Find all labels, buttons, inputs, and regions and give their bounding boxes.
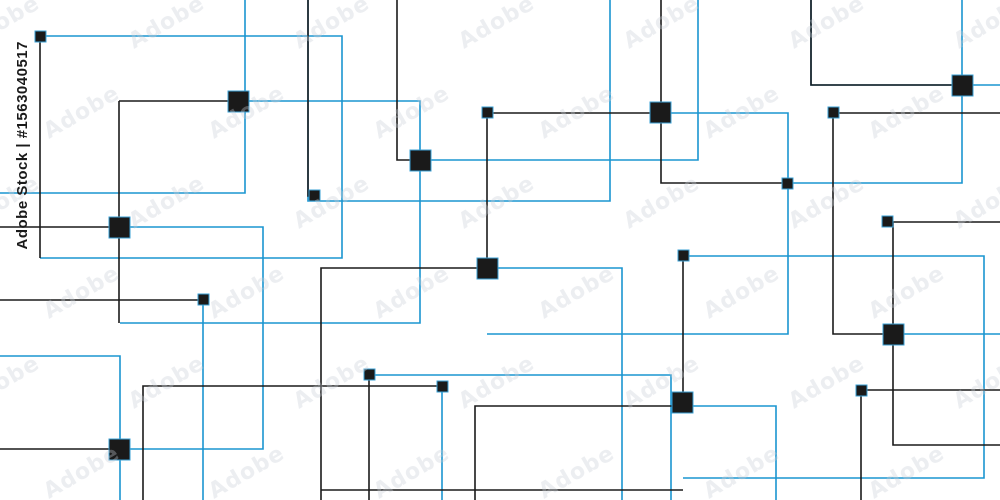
- circuit-node-large: [108, 216, 131, 239]
- circuit-node-small: [308, 189, 321, 202]
- blue-trace: [0, 0, 246, 194]
- circuit-node-small: [197, 293, 210, 306]
- blue-trace: [420, 0, 699, 161]
- blue-trace: [487, 267, 623, 500]
- circuit-node-small: [34, 30, 47, 43]
- circuit-node-small: [781, 177, 794, 190]
- blue-trace: [0, 355, 121, 500]
- circuit-node-small: [827, 106, 840, 119]
- dark-trace: [832, 113, 893, 335]
- blue-trace: [787, 0, 963, 184]
- circuit-node-large: [649, 101, 672, 124]
- dark-trace: [307, 0, 314, 197]
- circuit-node-large: [671, 391, 694, 414]
- circuit-node-small: [855, 384, 868, 397]
- circuit-node-large: [108, 438, 131, 461]
- dark-trace: [142, 385, 442, 500]
- blue-trace: [810, 0, 1000, 86]
- circuit-node-large: [476, 257, 499, 280]
- circuit-nodes: [34, 30, 974, 461]
- blue-trace: [40, 35, 343, 259]
- dark-trace: [892, 222, 1000, 446]
- circuit-node-large: [951, 74, 974, 97]
- circuit-node-large: [409, 149, 432, 172]
- dark-trace: [474, 405, 683, 500]
- circuit-node-small: [436, 380, 449, 393]
- blue-trace: [119, 226, 264, 450]
- circuit-node-large: [227, 90, 250, 113]
- blue-trace: [487, 112, 789, 335]
- dark-trace: [810, 0, 962, 86]
- circuit-node-small: [881, 215, 894, 228]
- blue-trace: [683, 405, 777, 500]
- blue-trace: [120, 100, 421, 324]
- circuit-node-small: [677, 249, 690, 262]
- dark-trace: [396, 0, 420, 161]
- circuit-node-large: [882, 323, 905, 346]
- circuit-node-small: [363, 368, 376, 381]
- stock-id-label: Adobe Stock | #1563040517: [14, 41, 31, 250]
- blue-trace: [369, 374, 672, 500]
- circuit-node-small: [481, 106, 494, 119]
- dark-trace: [660, 0, 787, 184]
- dark-trace: [320, 267, 487, 500]
